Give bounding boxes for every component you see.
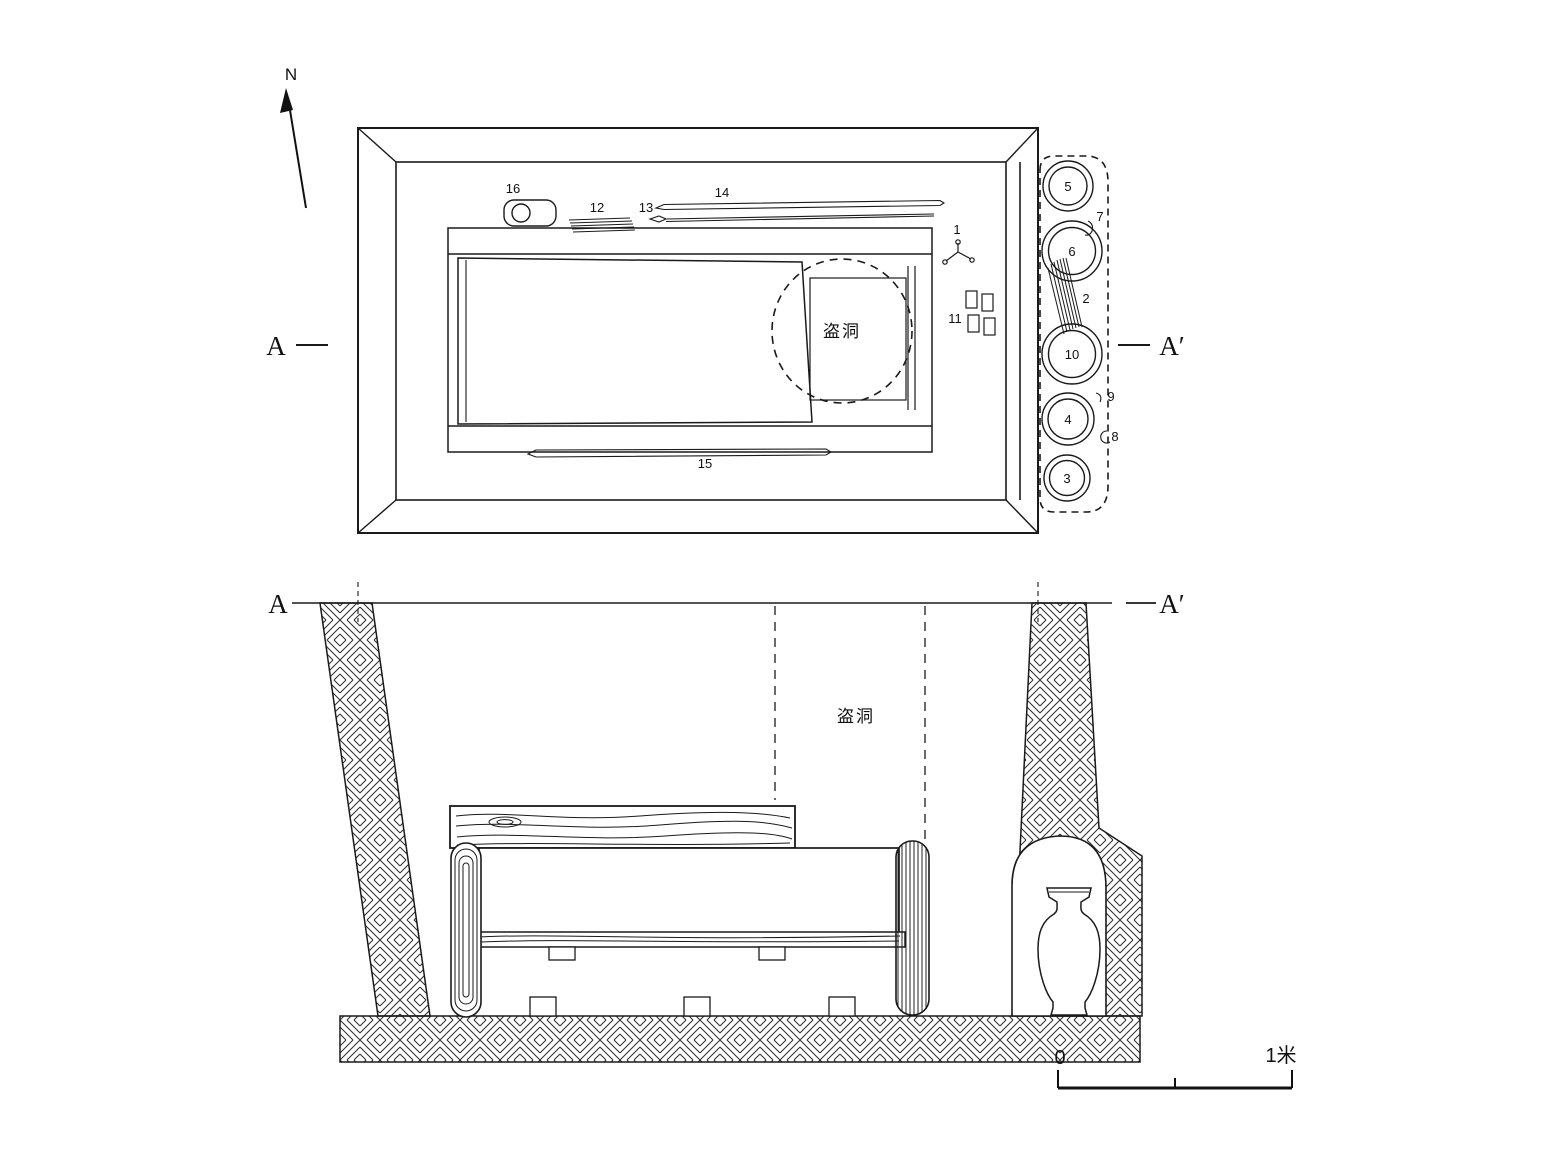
- artifact-7: 7: [1084, 209, 1104, 236]
- plan-section-line: A A′: [266, 331, 1184, 361]
- artifact-1: 1: [942, 222, 975, 265]
- artifact-8-label: 8: [1111, 429, 1118, 444]
- floor-hatch: [339, 1015, 1141, 1063]
- side-niche: 5 7 6 2 10: [1039, 155, 1119, 513]
- section-view: A A′ 盗洞: [268, 582, 1185, 1063]
- plan-a-left: A: [266, 331, 286, 361]
- north-label: N: [285, 65, 297, 84]
- coffin-plan: [457, 257, 813, 425]
- artifact-9: 9: [1095, 389, 1115, 404]
- artifact-13: 13: [639, 200, 935, 223]
- coffin-bottom-plank: [474, 931, 906, 948]
- burial-chamber-plan: [447, 227, 933, 453]
- vessel-5-label: 5: [1064, 179, 1071, 194]
- scale-bar: 0 1米: [1054, 1044, 1297, 1090]
- scale-max-label: 1米: [1265, 1044, 1296, 1067]
- robber-hole-section: 盗洞: [774, 606, 926, 843]
- scale-zero-label: 0: [1054, 1047, 1065, 1069]
- artifact-2-bundle: 2: [1047, 257, 1090, 335]
- vessel-10-label: 10: [1065, 347, 1079, 362]
- section-a-right: A′: [1159, 589, 1184, 619]
- artifact-15: 15: [526, 448, 833, 471]
- coffin-left-end-board: [450, 842, 482, 1018]
- coffin-body: [478, 847, 900, 935]
- artifact-14: 14: [654, 185, 946, 211]
- artifact-9-label: 9: [1107, 389, 1114, 404]
- vessel-6: 6: [1041, 220, 1103, 282]
- artifact-16-label: 16: [506, 181, 520, 196]
- niche-section: [1011, 835, 1107, 1017]
- vessel-4-label: 4: [1064, 412, 1071, 427]
- vessel-3: 3: [1043, 454, 1091, 502]
- plan-view: 盗洞 16 12 13 14: [266, 127, 1185, 534]
- section-a-left: A: [268, 589, 288, 619]
- robber-hole-label-plan: 盗洞: [823, 322, 861, 341]
- coffin-right-end-board: [895, 840, 930, 1016]
- north-arrow-icon: N: [280, 65, 307, 209]
- artifact-12-label: 12: [590, 200, 604, 215]
- vessel-4: 4: [1041, 392, 1095, 446]
- artifact-7-label: 7: [1096, 209, 1103, 224]
- coffin-section: [450, 840, 930, 1018]
- section-line: A A′: [268, 582, 1185, 622]
- artifact-2-label: 2: [1082, 291, 1089, 306]
- chamber-cover-plank: [449, 805, 796, 849]
- pit-outline: [357, 127, 1039, 534]
- artifact-12: 12: [568, 200, 636, 233]
- coffin-cleats: [548, 946, 786, 961]
- artifact-8: 8: [1100, 429, 1119, 444]
- niche-pot: [1037, 887, 1101, 1016]
- robber-hole-label-section: 盗洞: [837, 707, 875, 726]
- niche-outline: [1039, 155, 1109, 513]
- artifact-15-label: 15: [698, 456, 712, 471]
- cover-wood-grain: [455, 811, 793, 846]
- left-wall-hatch: [319, 602, 431, 1017]
- vessel-5: 5: [1042, 160, 1094, 212]
- vessel-6-label: 6: [1068, 244, 1075, 259]
- artifact-14-label: 14: [715, 185, 729, 200]
- vessel-10: 10: [1041, 323, 1103, 385]
- coffin-base-blocks: [529, 996, 856, 1017]
- artifact-11-label: 11: [948, 311, 962, 326]
- plan-a-right: A′: [1159, 331, 1184, 361]
- vessel-3-label: 3: [1063, 471, 1070, 486]
- artifact-13-label: 13: [639, 200, 653, 215]
- artifact-1-label: 1: [953, 222, 960, 237]
- artifact-11: 11: [948, 290, 996, 336]
- robber-hole-circle: [771, 258, 913, 404]
- artifact-16: 16: [503, 181, 557, 227]
